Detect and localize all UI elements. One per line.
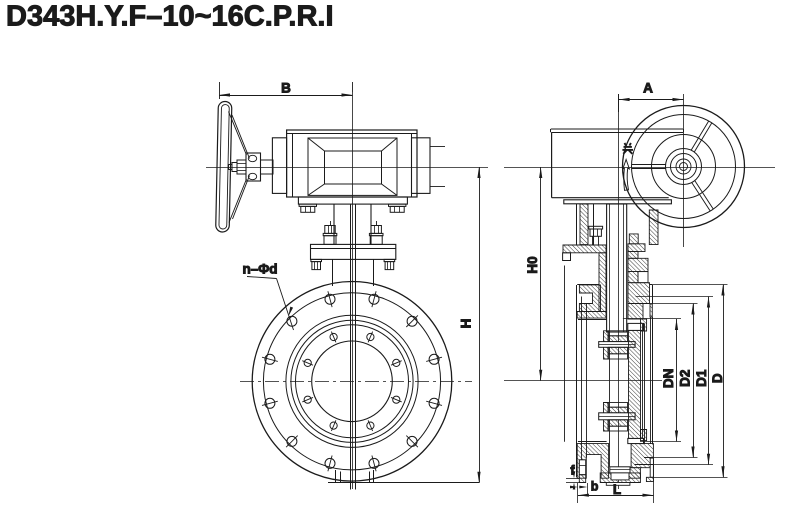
- svg-text:n–Φd: n–Φd: [242, 262, 277, 277]
- svg-text:H0: H0: [525, 256, 540, 273]
- svg-text:b: b: [591, 480, 599, 494]
- svg-text:DN: DN: [661, 369, 676, 389]
- svg-text:D1: D1: [694, 369, 709, 387]
- svg-text:B: B: [281, 81, 291, 96]
- svg-text:L: L: [613, 482, 621, 497]
- svg-text:A: A: [643, 81, 653, 96]
- svg-text:D2: D2: [677, 370, 692, 387]
- svg-text:H: H: [459, 319, 474, 329]
- svg-text:D343H.Y.F–10~16C.P.R.I: D343H.Y.F–10~16C.P.R.I: [6, 1, 334, 33]
- svg-text:D: D: [710, 373, 725, 383]
- svg-text:f: f: [570, 464, 575, 478]
